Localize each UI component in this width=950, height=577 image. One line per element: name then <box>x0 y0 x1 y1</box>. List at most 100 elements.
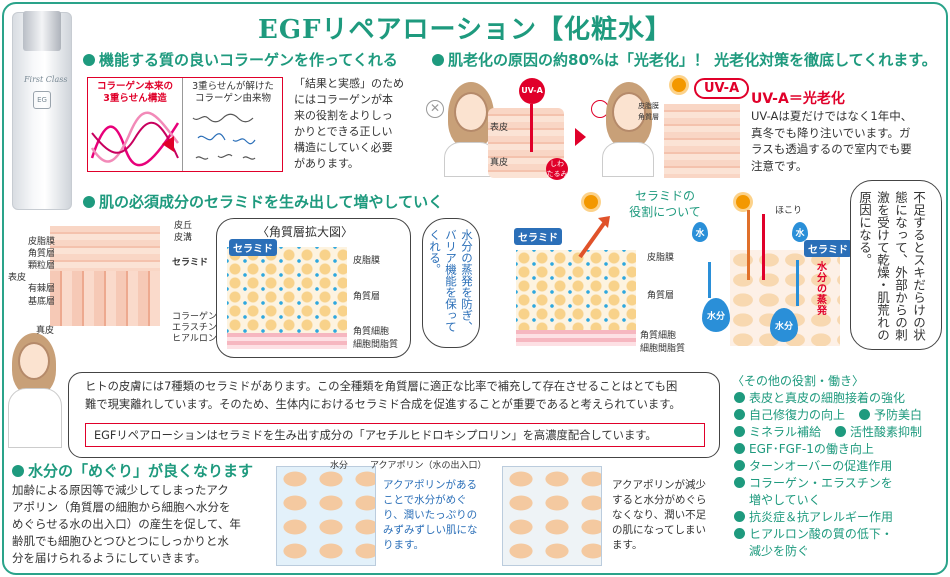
list-item: 抗炎症＆抗アレルギー作用 <box>734 509 893 526</box>
list-item: コラーゲン・エラスチンを <box>734 475 893 492</box>
list-item: EGF･FGF-1の働き向上 <box>734 441 874 458</box>
role-label-sebum: 皮脂膜 <box>647 253 675 263</box>
aquaporin-rich-image <box>276 466 376 566</box>
bullet-icon <box>734 443 745 454</box>
list-item: ヒアルロン酸の質の低下・ <box>734 526 893 543</box>
list-item-continued: 増やしていく <box>749 493 821 507</box>
sun-icon <box>584 195 598 209</box>
unwound-label: 3重らせんが解けたコラーゲン由来物 <box>192 81 274 104</box>
bottle-cap <box>23 11 61 51</box>
callout-line2: 難で現実離れしています。そのため、生体内におけるセラミド合成を促進することが重要… <box>85 398 681 411</box>
label-kakushitsu: 角質層 <box>28 249 56 259</box>
intercellular-layer <box>227 333 347 349</box>
triple-helix-icon <box>90 111 180 167</box>
ceramide-callout: ヒトの皮膚には7種類のセラミドがあります。この全種類を角質層に適正な比率で補充し… <box>68 372 720 458</box>
skin-layer-diagram <box>664 104 740 178</box>
label-hyaluron: ヒアルロン酸 <box>172 334 226 344</box>
arrow-left-icon <box>162 136 174 152</box>
label-shinpi: 真皮 <box>36 326 55 336</box>
zoom-title: 〈角質層拡大図〉 <box>257 225 354 239</box>
list-item: ターンオーバーの促進作用 <box>734 458 892 475</box>
role-title: セラミドの役割について <box>629 189 701 219</box>
bullet-icon <box>734 477 745 488</box>
skin-cross-section <box>50 226 160 271</box>
bullet-icon <box>432 54 444 66</box>
arrow-right-icon <box>575 128 586 146</box>
section3-heading: 肌の必須成分のセラミドを生み出して増やしていく <box>83 191 443 212</box>
bullet-icon <box>83 54 95 66</box>
role-label-corneocyte: 角質細胞 <box>640 331 677 341</box>
label-ceramide: セラミド <box>172 258 209 268</box>
zoom-label-corneocyte: 角質細胞 <box>353 327 390 337</box>
bullet-icon <box>734 409 745 420</box>
bullet-icon <box>734 460 745 471</box>
label-kitei: 基底層 <box>28 297 56 307</box>
water-arrow <box>796 260 799 306</box>
uva-badge: UV-A <box>694 78 750 99</box>
reflect-arrow-icon <box>578 216 610 259</box>
dermis-section <box>50 271 160 326</box>
label-sebum: 皮脂膜 <box>638 102 659 110</box>
label-stratum: 角質層 <box>638 113 659 121</box>
layer-epidermis: 表皮 <box>490 123 509 133</box>
uva-title: UV-A＝光老化 <box>751 91 845 107</box>
section4-heading: 水分の「めぐり」が良くなります <box>12 460 253 481</box>
list-item: 表皮と真皮の細胞接着の強化 <box>734 390 905 407</box>
bullet-icon <box>734 426 745 437</box>
label-kawamizo: 皮溝 <box>174 233 193 243</box>
zoom-label-stratum: 角質層 <box>353 292 381 302</box>
aquaporin-poor-image <box>502 466 602 566</box>
bullet-icon <box>83 196 95 208</box>
wrinkle-badge: しわ たるみ <box>546 158 568 180</box>
role-label-stratum: 角質層 <box>647 291 675 301</box>
bottle-brand: First Class <box>24 75 68 84</box>
aquaporin-rich-text: アクアポリンがあることで水分がめぐり、潤いたっぷりのみずみずしい肌になります。 <box>383 479 478 551</box>
layer-dermis: 真皮 <box>490 158 509 168</box>
woman-face <box>18 342 50 380</box>
bullet-icon <box>734 528 745 539</box>
others-title: 〈その他の役割・働き〉 <box>732 374 865 388</box>
barrier-text: 水分の蒸発を防ぎ、バリア機能を保ってくれる。 <box>428 229 474 333</box>
section1-heading: 機能する質の良いコラーゲンを作ってくれる <box>83 49 398 70</box>
woman-face-after <box>612 92 646 132</box>
woman-body <box>602 142 654 177</box>
unwound-collagen-icon <box>192 113 256 160</box>
evaporation-label: 水分の蒸発 <box>817 262 827 317</box>
barrier-bubble: 水分の蒸発を防ぎ、バリア機能を保ってくれる。 <box>422 218 480 348</box>
page-title: EGFリペアローション【化粧水】 <box>258 15 672 45</box>
label-hyohi: 表皮 <box>8 273 27 283</box>
healthy-lipid-layer <box>516 330 636 346</box>
ceramide-badge: セラミド <box>229 239 277 256</box>
healthy-stratum-image <box>516 250 636 330</box>
dust-penetrate-arrow <box>762 214 765 280</box>
callout-highlight: EGFリペアローションはセラミドを生み出す成分の「アセチルヒドロキシプロリン」を… <box>85 423 705 447</box>
lack-text: 不足するとスキだらけの状態になって、外部からの刺激を受けて乾燥・肌荒れの原因にな… <box>857 191 926 341</box>
water-drop-icon: 水 <box>792 222 808 242</box>
cross-mark-icon: ✕ <box>426 100 444 118</box>
sun-icon <box>672 78 686 92</box>
water-drop-icon: 水分 <box>702 298 730 332</box>
lack-bubble: 不足するとスキだらけの状態になって、外部からの刺激を受けて乾燥・肌荒れの原因にな… <box>850 180 942 350</box>
label-yukyoku: 有棘層 <box>28 284 56 294</box>
section4-body: 加齢による原因等で減少してしまったアクアポリン（角質層の細胞から細胞へ水分をめぐ… <box>12 483 241 565</box>
woman-coat <box>8 388 62 448</box>
bullet-icon <box>12 465 24 477</box>
role-badge-right: セラミド <box>804 240 852 257</box>
uva-arrow <box>530 104 533 152</box>
stratum-zoom-image <box>227 247 347 333</box>
list-item: 自己修復力の向上予防美白 <box>734 407 922 424</box>
water-label: 水分 <box>330 461 349 471</box>
bullet-icon <box>734 511 745 522</box>
water-drop-icon: 水分 <box>770 308 798 342</box>
label-collagen: コラーゲン <box>172 312 218 322</box>
label-elastin: エラスチン <box>172 323 217 333</box>
bullet-icon <box>835 426 847 437</box>
zoom-label-sebum: 皮脂膜 <box>353 256 381 266</box>
callout-line1: ヒトの皮膚には7種類のセラミドがあります。この全種類を角質層に適正な比率で補充し… <box>85 380 678 393</box>
list-item: ミネラル補給活性酸素抑制 <box>734 424 922 441</box>
aquaporin-label: アクアポリン（水の出入口） <box>370 461 487 471</box>
uv-penetrate-arrow <box>747 210 750 280</box>
water-drop-icon: 水 <box>692 222 708 242</box>
label-kawaoka: 皮丘 <box>174 221 193 231</box>
aquaporin-poor-text: アクアポリンが減少すると水分がめぐらなくなり、潤い不足の肌になってしまいます。 <box>612 479 707 551</box>
